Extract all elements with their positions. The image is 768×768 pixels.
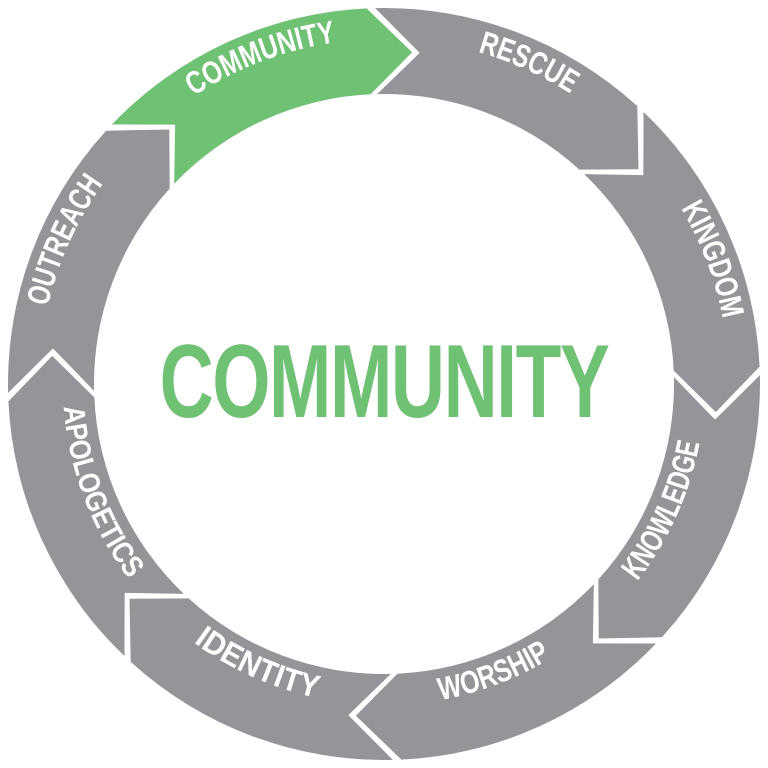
segment-worship (355, 584, 657, 760)
segment-rescue (375, 8, 639, 170)
segment-identity (129, 598, 393, 760)
segment-knowledge (598, 375, 760, 639)
center-title: COMMUNITY (159, 324, 610, 440)
segment-kingdom (584, 111, 760, 413)
segment-community (111, 8, 413, 184)
segment-outreach (7, 129, 170, 393)
segment-apologetics (8, 355, 184, 657)
